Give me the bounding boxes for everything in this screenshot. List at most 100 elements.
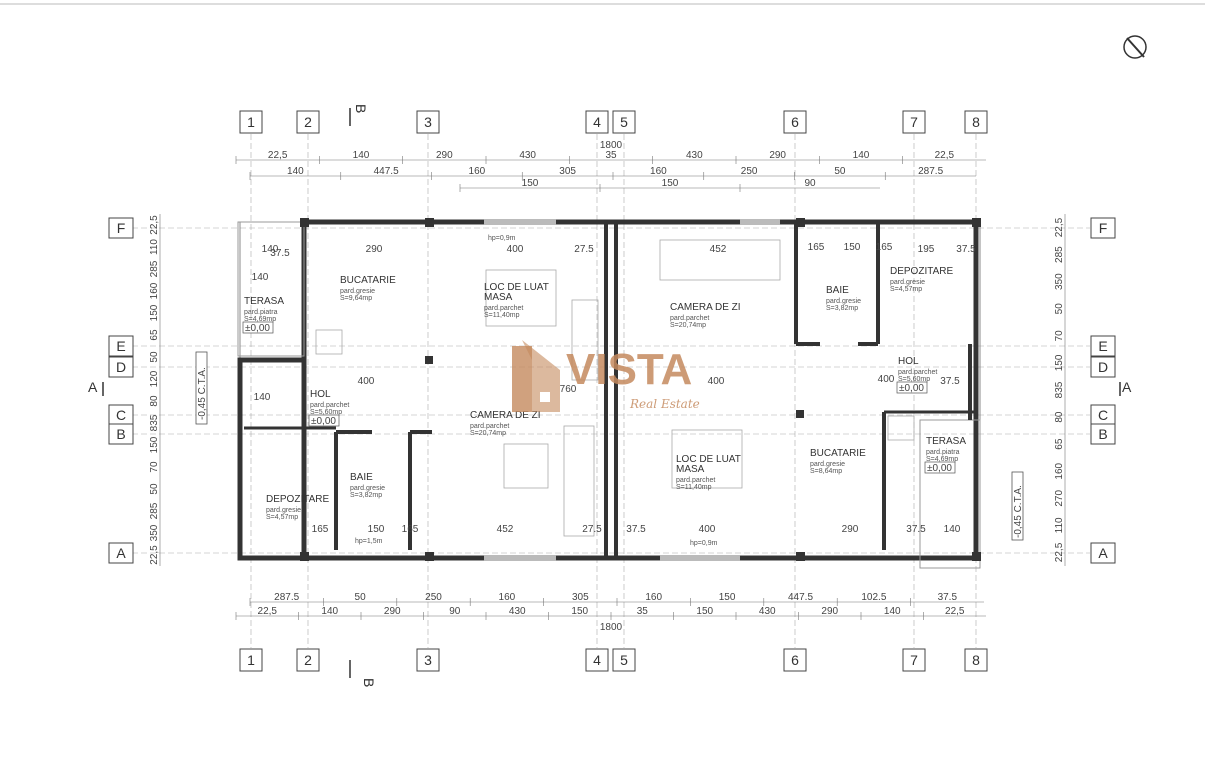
bottom-dim-row2-value: 150 [571,606,588,617]
axis-row-B-left: B [108,423,134,445]
axis-column-label: 7 [910,114,918,130]
axis-column-2-bottom: 2 [296,648,320,672]
room-detail: pard.parchet [676,477,715,484]
top-dim-row2-value: 447.5 [374,166,399,177]
axis-row-label: D [1098,359,1108,375]
inner-dim-value: 400 [878,374,895,385]
axis-column-label: 5 [620,652,628,668]
top-dim-row1-value: 140 [353,150,370,161]
room-level: ±0,00 [311,416,336,427]
axis-column-8-bottom: 8 [964,648,988,672]
vista-logo-icon [512,340,560,412]
left-dims-value: 65 [149,329,160,341]
axis-row-label: A [1098,545,1108,561]
left-dims: 22,5110285160150655012080835150705028535… [149,214,161,566]
inner-dim-value: 400 [699,524,716,535]
elevation-tags: -0,45 C.T.A. -0,45 C.T.A. hp=0,9m hp=1,5… [195,235,1024,547]
room-detail: pard.gresie [266,507,301,514]
room-name: DEPOZITARE [890,266,953,277]
right-dims-value: 160 [1054,462,1065,479]
bottom-dim-row2-value: 290 [821,606,838,617]
inner-dim-value: 452 [497,524,514,535]
left-dims-value: 150 [149,436,160,453]
right-dims-value: 70 [1054,330,1065,342]
axis-row-A-left: A [108,542,134,564]
left-dims-value: 22,5 [149,545,160,565]
bottom-dim-row2-value: 430 [759,606,776,617]
bottom-dim-row1-value: 50 [355,592,367,603]
room-name: BAIE [826,285,849,296]
left-dims-value: 22,5 [149,215,160,235]
inner-dim-value: 140 [944,524,961,535]
bottom-dim-row2-value: 140 [884,606,901,617]
room-detail: pard.piatra [244,309,278,316]
axis-row-E-right: E [1090,335,1116,357]
inner-dim-value: 37.5 [956,244,976,255]
inner-dim-value: 400 [507,244,524,255]
room-name: MASA [676,464,705,475]
left-dims-value: 50 [149,483,160,495]
room-detail: pard.gresie [350,485,385,492]
room-detail: S=4,57mp [890,286,922,293]
axis-column-4-top: 4 [585,110,609,134]
hp-sill-label-2: hp=0,9m [690,540,718,547]
inner-dim-value: 140 [252,272,269,283]
right-dims-value: 65 [1054,438,1065,450]
room-detail: S=11,40mp [484,312,520,319]
axis-column-6-bottom: 6 [783,648,807,672]
axis-row-label: F [117,220,126,236]
inner-dim-value: 165 [312,524,329,535]
room-detail: S=11,40mp [676,484,712,491]
axis-column-label: 2 [304,114,312,130]
watermark-tagline: Real Estate [629,397,700,411]
axis-row-label: B [1098,426,1107,442]
room-detail: S=4,69mp [926,456,958,463]
room-detail: S=20,74mp [470,430,506,437]
windows [484,219,780,561]
right-dims-value: 350 [1054,273,1065,290]
bottom-dim-row1-value: 150 [719,592,736,603]
axis-column-label: 7 [910,652,918,668]
top-dim-row2-value: 160 [469,166,486,177]
bottom-dim-row1-value: 160 [499,592,516,603]
room-name: CAMERA DE ZI [670,302,741,313]
bottom-dim-row1-value: 37.5 [938,592,958,603]
room-detail: S=3,82mp [826,305,858,312]
inner-dim-value: 290 [842,524,859,535]
right-dims-value: 22,5 [1054,217,1065,237]
bottom-total-dimension: 1800 [600,622,623,633]
room-detail: S=4,69mp [244,316,276,323]
top-dim-row1-value: 140 [853,150,870,161]
right-dims-value: 835 [1054,381,1065,398]
room-level: ±0,00 [899,383,924,394]
inner-dim-value: 27.5 [574,244,594,255]
bottom-dim-row2-value: 150 [696,606,713,617]
left-dims-value: 50 [149,351,160,363]
room-detail: pard.parchet [898,369,937,376]
left-dims-value: 350 [149,524,160,541]
top-dim-row2-value: 250 [741,166,758,177]
top-dim-row1-value: 430 [519,150,536,161]
room-detail: pard.parchet [470,423,509,430]
inner-dim-value: 165 [876,242,893,253]
right-dims-value: 50 [1054,303,1065,315]
inner-dim-value: 165 [402,524,419,535]
axis-row-label: E [116,338,125,354]
hp-door-label: hp=1,5m [355,538,383,545]
axis-column-7-top: 7 [902,110,926,134]
room-detail: S=9,64mp [340,295,372,302]
inner-dim-value: 760 [560,384,577,395]
axis-column-label: 1 [247,652,255,668]
inner-dim-value: 150 [844,242,861,253]
bottom-dim-row2-value: 140 [321,606,338,617]
watermark-brand: VISTA [566,345,692,394]
axis-column-1-bottom: 1 [239,648,263,672]
